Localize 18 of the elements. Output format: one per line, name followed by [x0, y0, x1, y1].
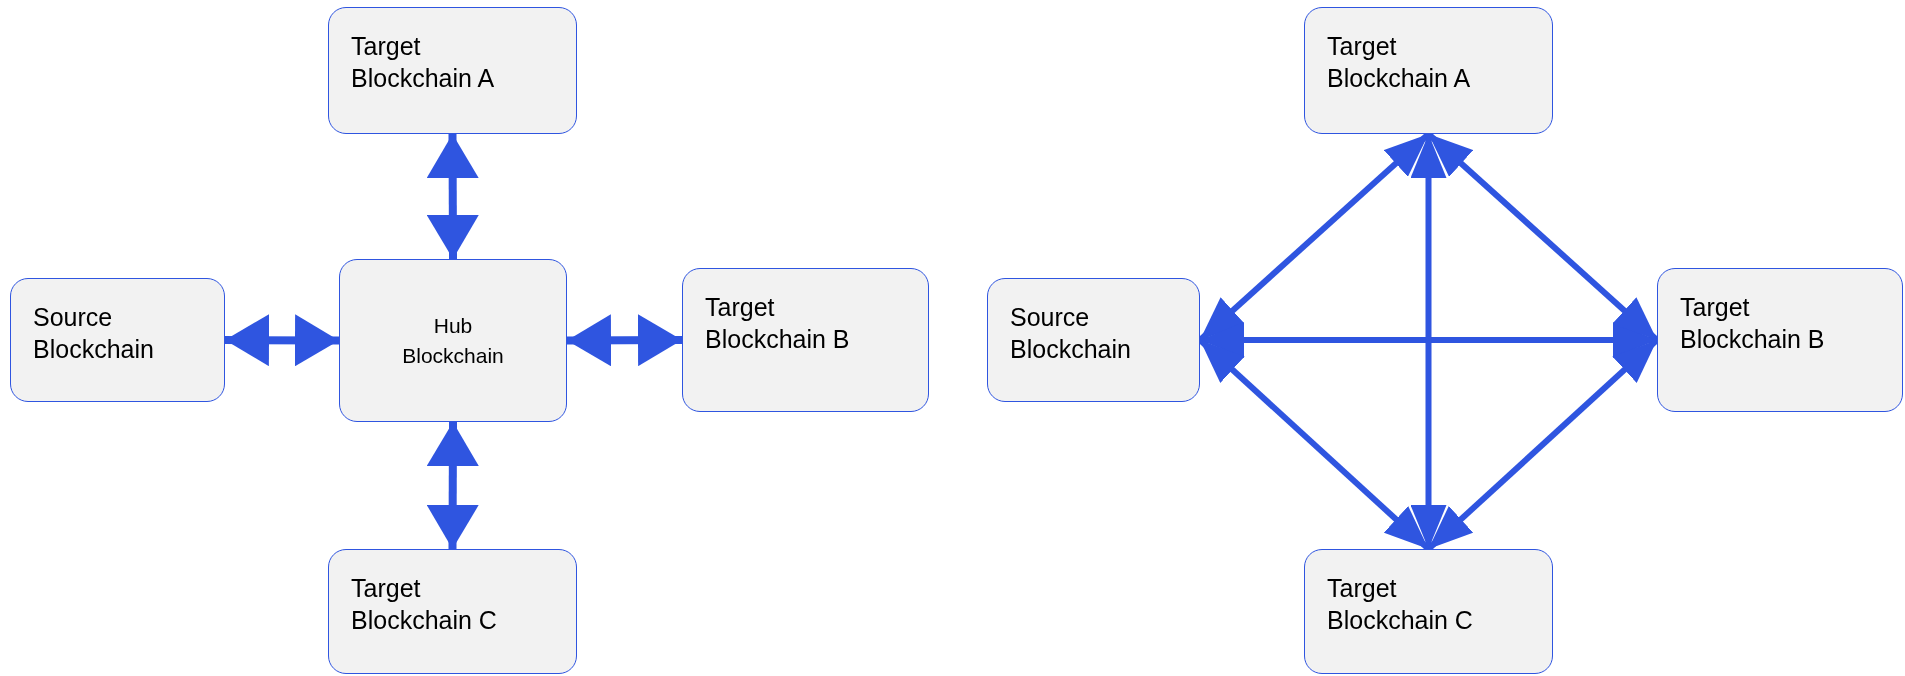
process-box: [328, 7, 577, 134]
process-box: [10, 278, 225, 402]
process-box: [339, 259, 567, 422]
node-label: Hub Blockchain: [401, 312, 505, 369]
node-label: Target Blockchain B: [1680, 292, 1826, 355]
process-box: [987, 278, 1200, 402]
node-label: Target Blockchain C: [1327, 573, 1474, 636]
process-box: [1657, 268, 1903, 412]
process-box: [682, 268, 929, 412]
node-label: Target Blockchain A: [351, 31, 496, 94]
node-label: Target Blockchain B: [705, 292, 851, 355]
process-box: [328, 549, 577, 674]
node-label: Source Blockchain: [1010, 302, 1132, 365]
process-box: [1304, 549, 1553, 674]
process-box: [1304, 7, 1553, 134]
node-label: Target Blockchain C: [351, 573, 498, 636]
node-label: Target Blockchain A: [1327, 31, 1472, 94]
node-label: Source Blockchain: [33, 302, 155, 365]
